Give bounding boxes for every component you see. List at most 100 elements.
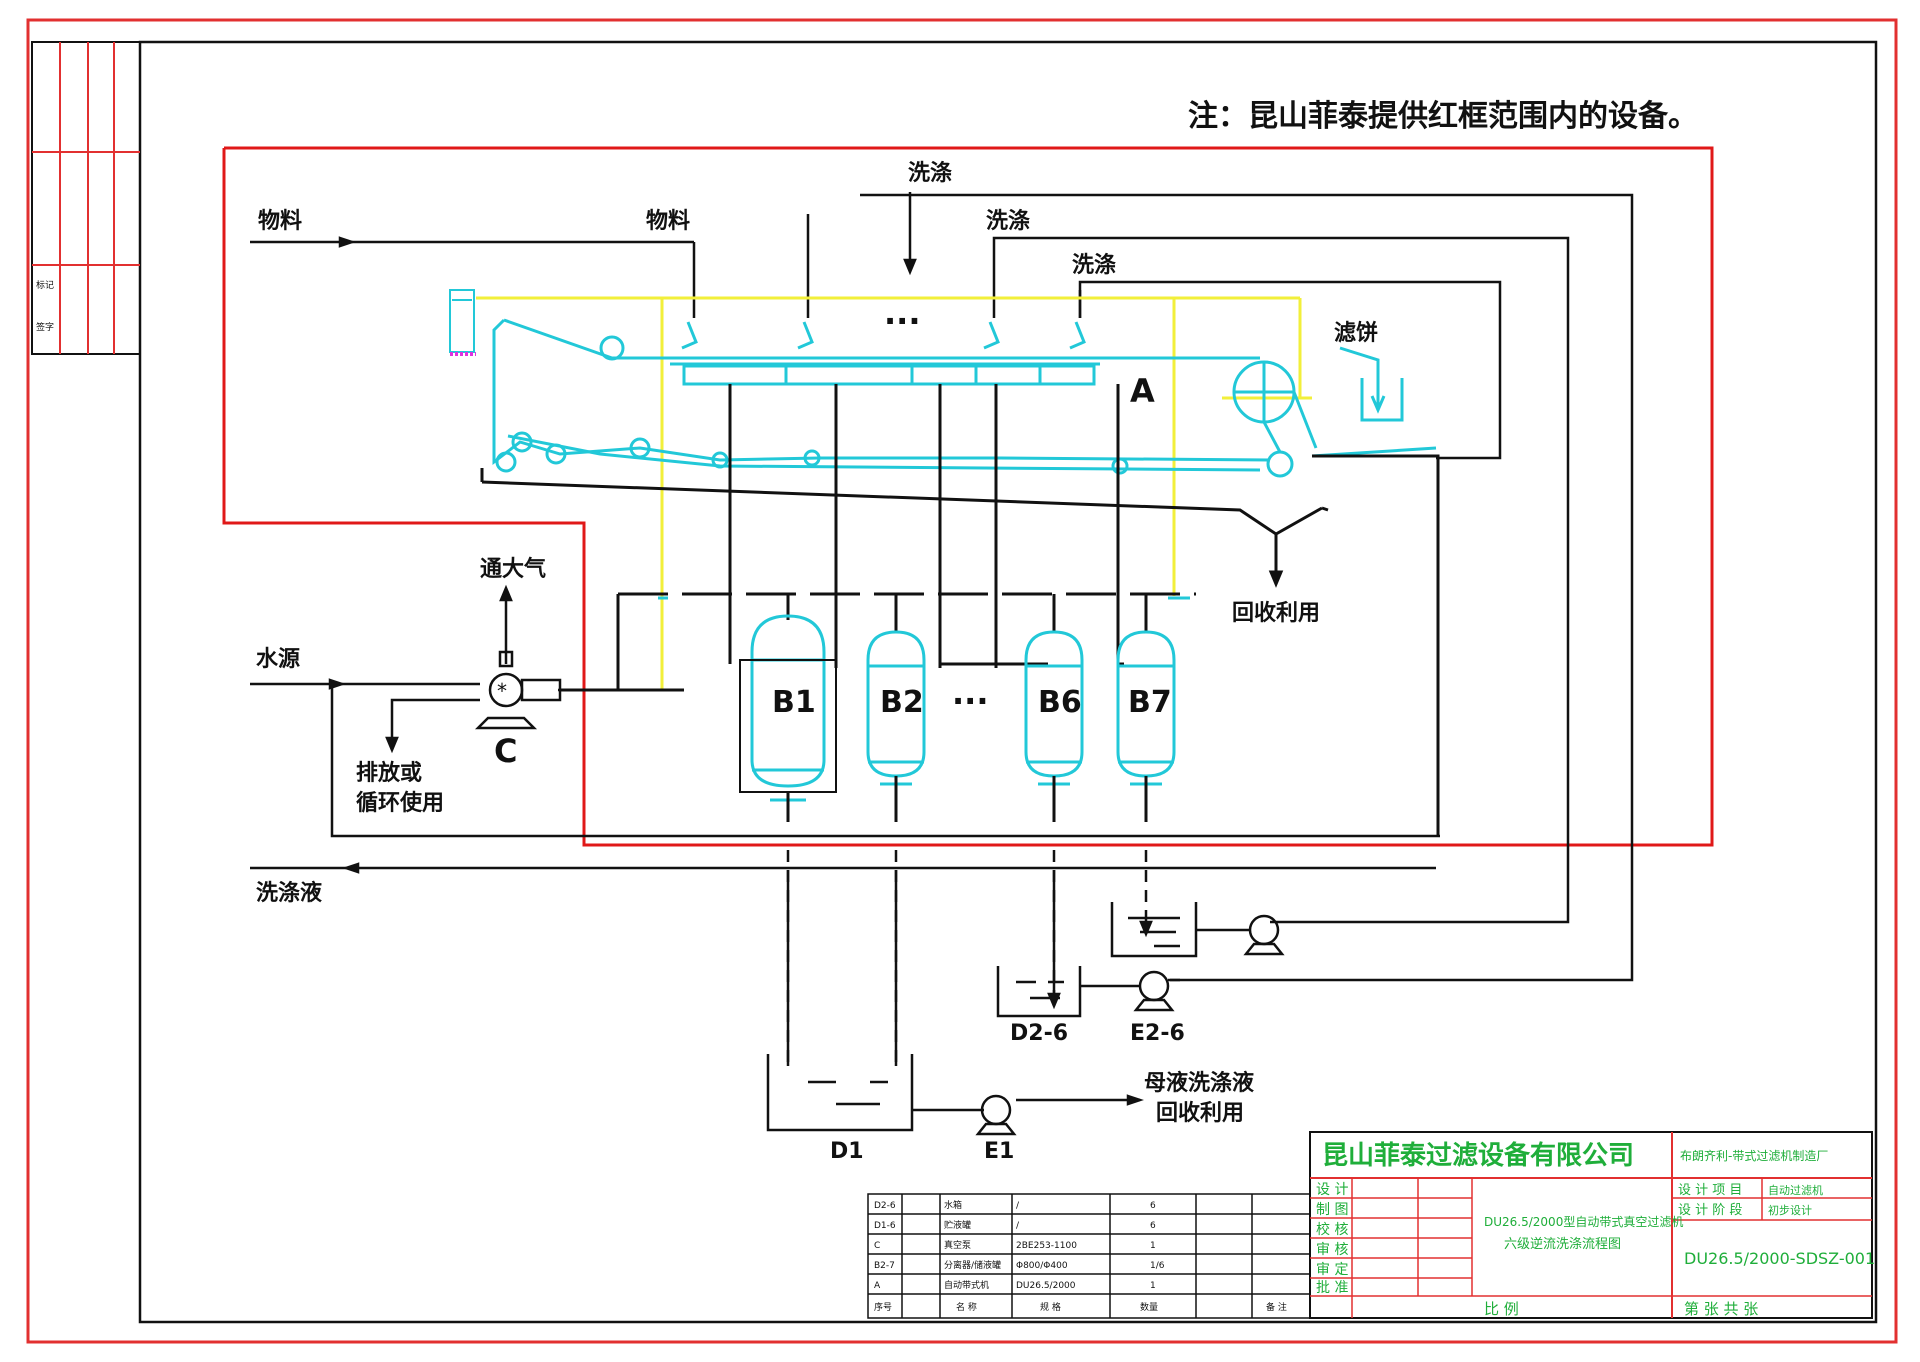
yellow-lines — [476, 296, 1312, 690]
cell: C — [874, 1241, 880, 1251]
revision-strip: 标记 签字 — [31, 41, 141, 355]
cell: 贮液罐 — [944, 1219, 971, 1231]
title-block-drawing-title-2: 六级逆流洗涤流程图 — [1504, 1236, 1621, 1252]
cell: 分离器/储液罐 — [944, 1259, 1001, 1271]
sheet-border-outer — [26, 18, 1898, 1344]
wash-liquid-line — [250, 862, 1436, 874]
cell: / — [1016, 1221, 1020, 1231]
vessel-b2 — [866, 594, 926, 822]
label-vacuum-pump-c: C — [494, 732, 517, 770]
label-unit-a: A — [1130, 372, 1155, 410]
label-material-left: 物料 — [258, 208, 302, 234]
role-approve: 审 定 — [1316, 1262, 1348, 1278]
cell: 2BE253-1100 — [1016, 1241, 1077, 1251]
filtrate-pipes — [480, 384, 1440, 836]
label-filter-cake: 滤饼 — [1334, 320, 1378, 346]
vacuum-pump-c-icon: * — [474, 650, 562, 730]
pressure-gauge-icon — [449, 289, 476, 356]
label-wash-2: 洗涤 — [986, 209, 1030, 234]
cell: DU26.5/2000 — [1016, 1281, 1076, 1291]
sheet-border-inner — [138, 40, 1878, 1324]
label-recycle: 回收利用 — [1232, 600, 1320, 626]
label-water-source: 水源 — [256, 647, 300, 672]
title-block-company: 昆山菲泰过滤设备有限公司 — [1322, 1141, 1634, 1171]
cell: 规 格 — [1040, 1301, 1061, 1313]
title-block-drawing-no: DU26.5/2000-SDSZ-001 — [1684, 1249, 1875, 1268]
tank-d1-label: D1 — [830, 1139, 864, 1164]
label-discharge-1: 排放或 — [356, 760, 422, 786]
role-review: 审 核 — [1316, 1242, 1348, 1258]
drain-lines — [786, 850, 1153, 1066]
tank-d2-6-label: D2-6 — [1010, 1021, 1068, 1046]
vessel-b7 — [1116, 594, 1176, 822]
scope-note: 注：昆山菲泰提供红框范围内的设备。 — [1188, 99, 1698, 134]
cell: 6 — [1150, 1221, 1156, 1231]
vessel-b6-label: B6 — [1038, 685, 1082, 720]
cell: 备 注 — [1266, 1301, 1287, 1313]
title-block-sheet-label: 第 张 共 张 — [1684, 1300, 1758, 1318]
title-block-scale-label: 比 例 — [1484, 1300, 1519, 1318]
revision-strip-cell-1: 标记 — [36, 279, 54, 291]
cell: 1/6 — [1150, 1261, 1165, 1271]
table-row: A 自动带式机 DU26.5/2000 1 — [874, 1279, 1156, 1291]
parts-table — [867, 1193, 1311, 1319]
tank-d1 — [766, 1054, 1144, 1132]
pump-e1-label: E1 — [984, 1139, 1014, 1164]
belt-filter-unit — [492, 318, 1437, 478]
label-wash-3: 洗涤 — [1072, 253, 1116, 278]
title-block-drawing-title-1: DU26.5/2000型自动带式真空过滤机 — [1484, 1215, 1683, 1229]
vacuum-manifold — [560, 592, 1196, 692]
cell: D1-6 — [874, 1221, 896, 1231]
role-design: 设 计 — [1316, 1182, 1348, 1198]
label-dots-top: ··· — [884, 302, 920, 340]
vessel-b7-label: B7 — [1128, 685, 1172, 720]
cell: 1 — [1150, 1241, 1156, 1251]
svg-text:*: * — [497, 679, 507, 703]
cell: 自动带式机 — [944, 1279, 989, 1291]
role-check: 校 核 — [1316, 1221, 1348, 1238]
label-wash-1: 洗涤 — [908, 161, 952, 186]
title-block-design-phase-label: 设 计 阶 段 — [1678, 1203, 1742, 1218]
title-block-design-stage-value: 自动过滤机 — [1768, 1183, 1823, 1197]
title-block-design-phase-value: 初步设计 — [1768, 1203, 1812, 1217]
title-block-design-stage-label: 设 计 项 目 — [1678, 1183, 1742, 1198]
cell: 序号 — [874, 1301, 892, 1313]
cell: B2-7 — [874, 1261, 895, 1271]
cell: 水箱 — [944, 1199, 962, 1211]
label-mother-liquor-2: 回收利用 — [1156, 1100, 1244, 1126]
vessel-b1-label: B1 — [772, 685, 816, 720]
cell: 数量 — [1140, 1301, 1158, 1313]
table-row: B2-7 分离器/储液罐 Φ800/Φ400 1/6 — [874, 1259, 1165, 1271]
wash-tank-upper — [1110, 902, 1250, 958]
cell: 1 — [1150, 1281, 1156, 1291]
wash-lines — [860, 192, 1634, 982]
revision-strip-cell-2: 签字 — [36, 321, 54, 333]
pump-upper-icon — [1243, 914, 1285, 956]
label-dots-tanks: ··· — [952, 682, 988, 720]
cell: A — [874, 1281, 881, 1291]
supply-scope-boundary — [222, 146, 1714, 847]
title-block-roles: 设 计 制 图 校 核 审 核 审 定 批 准 — [1316, 1182, 1348, 1296]
label-mother-liquor-1: 母液洗涤液 — [1144, 1070, 1254, 1096]
label-atmosphere: 通大气 — [480, 556, 546, 582]
vessel-b2-label: B2 — [880, 685, 924, 720]
pump-e1-icon — [975, 1094, 1017, 1136]
tank-d2-6 — [996, 966, 1140, 1018]
role-authorize: 批 准 — [1316, 1280, 1348, 1296]
table-row: D2-6 水箱 / 6 — [874, 1199, 1156, 1211]
label-material-top: 物料 — [646, 208, 690, 234]
cell: / — [1016, 1201, 1020, 1211]
table-row: D1-6 贮液罐 / 6 — [874, 1219, 1156, 1231]
cell: Φ800/Φ400 — [1016, 1261, 1068, 1271]
pump-e2-6-icon — [1133, 970, 1180, 1012]
cell: 6 — [1150, 1201, 1156, 1211]
role-drafting: 制 图 — [1316, 1202, 1348, 1218]
vessel-b6 — [1024, 594, 1084, 822]
table-header-row: 序号 名 称 规 格 数量 备 注 — [874, 1301, 1287, 1313]
cell: 名 称 — [956, 1301, 977, 1313]
cell: D2-6 — [874, 1201, 896, 1211]
label-wash-liquid: 洗涤液 — [256, 880, 322, 906]
title-block — [1309, 1131, 1873, 1319]
parts-table-rows: D2-6 水箱 / 6 D1-6 贮液罐 / 6 C 真空泵 2BE253-11… — [874, 1199, 1287, 1313]
label-discharge-2: 循环使用 — [356, 790, 444, 816]
